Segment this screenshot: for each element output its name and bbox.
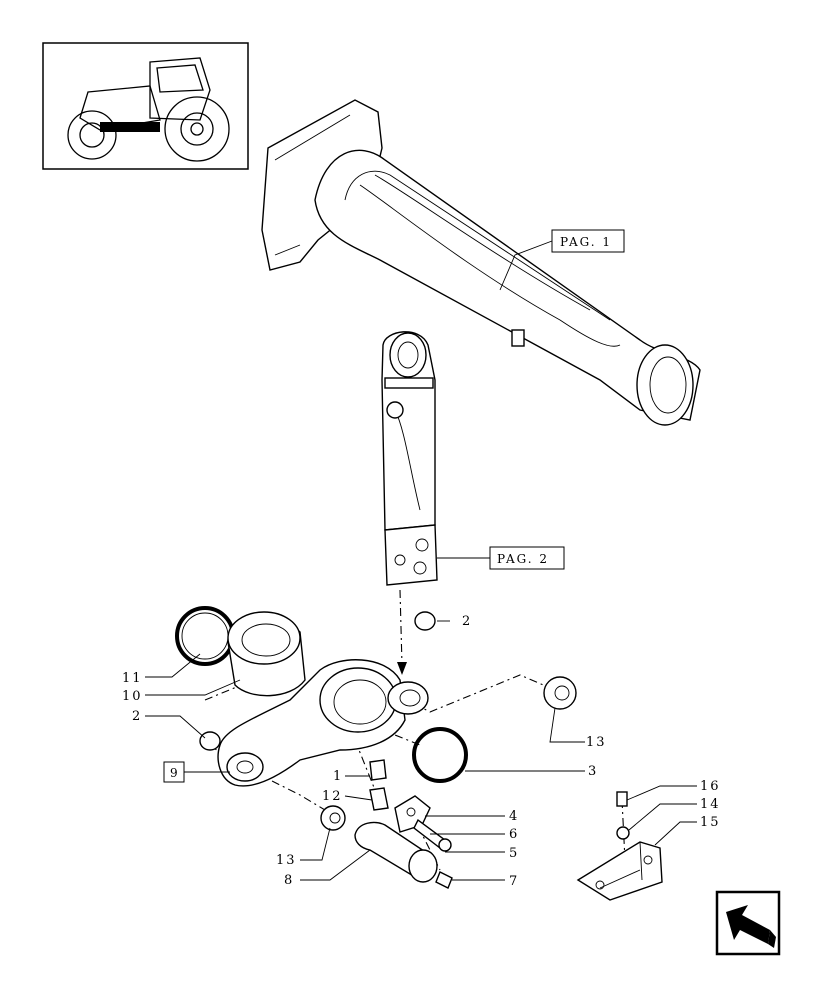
callout-11: 11 — [122, 671, 143, 686]
next-page-arrow-icon[interactable] — [715, 890, 781, 956]
callout-10: 10 — [122, 689, 143, 704]
page-reference-label: PAG. 1 — [560, 235, 612, 249]
page-reference-box-2[interactable]: PAG. 2 — [489, 546, 565, 570]
callout-7: 7 — [509, 874, 519, 889]
thrust-washer-part — [320, 805, 346, 831]
snap-ring-part — [175, 606, 235, 666]
page-reference-box-1[interactable]: PAG. 1 — [551, 229, 625, 253]
bushing-part — [227, 611, 306, 697]
callout-5: 5 — [509, 846, 519, 861]
page-reference-label: PAG. 2 — [497, 552, 549, 566]
thrust-washer-part — [543, 676, 577, 710]
part-number-label: 9 — [170, 766, 180, 780]
callout-3: 3 — [588, 764, 598, 779]
callout-2-upper: 2 — [462, 614, 472, 629]
callout-12: 12 — [322, 789, 343, 804]
retaining-clip-part — [199, 731, 221, 751]
callout-13-lower: 13 — [276, 853, 297, 868]
callout-4: 4 — [509, 809, 519, 824]
pivot-pin-part — [354, 821, 453, 889]
callout-2-lower: 2 — [132, 709, 142, 724]
washer-part — [616, 826, 630, 840]
bolt-part — [413, 818, 452, 852]
leader-lines — [145, 620, 697, 881]
tractor-thumbnail-icon — [42, 42, 249, 170]
grease-fitting-part — [369, 759, 387, 781]
bolt-part — [616, 791, 628, 807]
hydraulic-cylinder — [381, 331, 438, 586]
callout-14: 14 — [700, 797, 721, 812]
part-reference-box-9[interactable]: 9 — [163, 761, 185, 783]
front-axle-housing — [261, 99, 701, 426]
callout-13-right: 13 — [586, 735, 607, 750]
callout-1: 1 — [333, 769, 343, 784]
grease-nipple-part — [369, 787, 389, 811]
callout-15: 15 — [700, 815, 721, 830]
support-arm-part — [217, 659, 429, 787]
o-ring-part — [412, 727, 468, 783]
callout-6: 6 — [509, 827, 519, 842]
retaining-clip-part — [414, 611, 436, 631]
mounting-bracket-part — [576, 841, 663, 901]
callout-16: 16 — [700, 779, 721, 794]
callout-8: 8 — [284, 873, 294, 888]
